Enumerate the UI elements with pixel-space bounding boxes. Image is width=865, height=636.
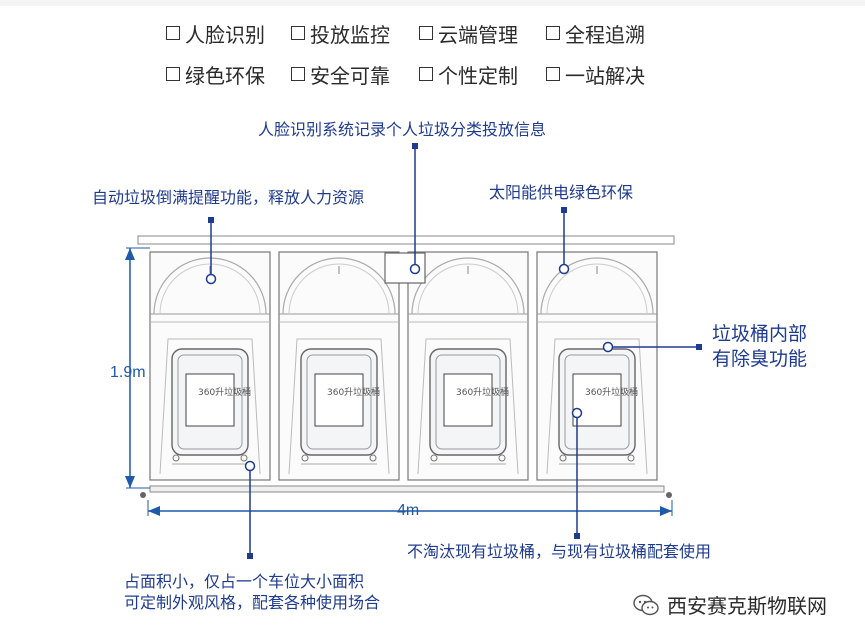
feature-label: 绿色环保: [185, 63, 265, 88]
feature-item: 云端管理: [419, 20, 546, 47]
bin-label: 360升垃圾桶: [327, 388, 381, 398]
feature-checklist: 人脸识别 投放监控 云端管理 全程追溯 绿色环保 安全可靠 个性定制 一站解决: [166, 20, 686, 88]
checkbox-icon: [419, 67, 433, 81]
height-dimension-label: 1.9m: [110, 364, 146, 381]
auto-full-alert-annotation: 自动垃圾倒满提醒功能，释放人力资源: [92, 188, 365, 207]
feature-label: 人脸识别: [185, 22, 265, 47]
checkbox-icon: [291, 67, 305, 81]
footprint-line: 可定制外观风格，配套各种使用场合: [124, 592, 381, 612]
bin-label: 360升垃圾桶: [198, 388, 252, 398]
face-recognition-annotation: 人脸识别系统记录个人垃圾分类投放信息: [258, 120, 547, 139]
feature-item: 绿色环保: [166, 61, 291, 88]
feature-label: 云端管理: [438, 22, 518, 47]
wechat-icon: [633, 594, 659, 615]
checkbox-icon: [546, 67, 560, 81]
checkbox-icon: [166, 67, 180, 81]
feature-label: 一站解决: [565, 63, 645, 88]
feature-label: 个性定制: [438, 63, 518, 88]
deodorize-annotation: 垃圾桶内部 有除臭功能: [712, 322, 807, 371]
bin-label: 360升垃圾桶: [456, 388, 510, 398]
feature-item: 安全可靠: [291, 61, 419, 88]
solar-power-annotation: 太阳能供电绿色环保: [489, 183, 634, 202]
watermark-text: 西安赛克斯物联网: [667, 594, 827, 618]
deodorize-line: 有除臭功能: [712, 347, 808, 370]
checkbox-icon: [419, 26, 433, 40]
feature-label: 全程追溯: [565, 22, 645, 47]
feature-item: 个性定制: [419, 61, 546, 88]
watermark: 西安赛克斯物联网: [633, 590, 827, 619]
footprint-line: 占面积小，仅占一个车位大小面积: [124, 572, 365, 591]
compatible-bins-annotation: 不淘汰现有垃圾桶，与现有垃圾桶配套使用: [407, 542, 712, 561]
feature-label: 安全可靠: [310, 63, 390, 88]
feature-item: 全程追溯: [546, 20, 686, 47]
feature-item: 一站解决: [546, 61, 686, 88]
checkbox-icon: [166, 26, 180, 40]
width-dimension-label: 4m: [397, 502, 420, 519]
feature-item: 投放监控: [291, 20, 419, 47]
footprint-annotation: 占面积小，仅占一个车位大小面积 可定制外观风格，配套各种使用场合: [124, 572, 380, 614]
feature-item: 人脸识别: [166, 20, 291, 47]
bin-label: 360升垃圾桶: [585, 388, 639, 398]
checkbox-icon: [546, 26, 560, 40]
checkbox-icon: [291, 26, 305, 40]
deodorize-line: 垃圾桶内部: [712, 323, 808, 345]
top-strip: [0, 0, 865, 6]
feature-label: 投放监控: [310, 22, 390, 47]
